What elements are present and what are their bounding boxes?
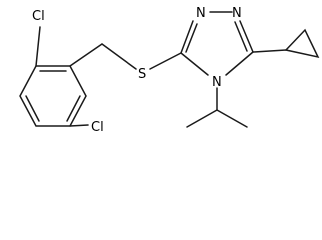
benzene-ring — [19, 65, 87, 127]
benzene-double-bond — [25, 95, 40, 122]
ch2-s-bond — [101, 43, 137, 70]
cyclopropyl-ring — [284, 28, 320, 59]
triazole-bond — [225, 51, 254, 76]
nitrogen-label-n2: N — [232, 6, 242, 21]
atom-labels: Cl Cl S N N N — [32, 6, 242, 135]
chlorine-label-bottom: Cl — [91, 120, 104, 135]
nitrogen-label-n4: N — [212, 75, 222, 90]
bond-lines — [19, 11, 320, 128]
nitrogen-label-n1: N — [196, 6, 206, 21]
c-cl-bond-top — [35, 26, 41, 67]
sulfur-label: S — [138, 67, 146, 82]
triazole-cyclopropyl-bond — [252, 49, 287, 53]
isopropyl-methyl-bond — [216, 109, 248, 128]
isopropyl-methyl-bond — [186, 109, 218, 128]
triazole-bond — [185, 23, 198, 53]
triazole-bond — [180, 20, 194, 54]
s-triazole-bond — [149, 52, 182, 70]
triazole-bond — [180, 52, 209, 76]
chlorine-label-top: Cl — [32, 9, 45, 24]
triazole-bond — [234, 21, 248, 52]
triazole-bond — [239, 20, 254, 53]
benzene-double-bond — [66, 95, 81, 122]
ring-ch2-bond — [69, 43, 103, 67]
c-cl-bond-bottom — [69, 124, 89, 127]
chemical-structure-diagram: Cl Cl S N N N — [19, 6, 320, 135]
